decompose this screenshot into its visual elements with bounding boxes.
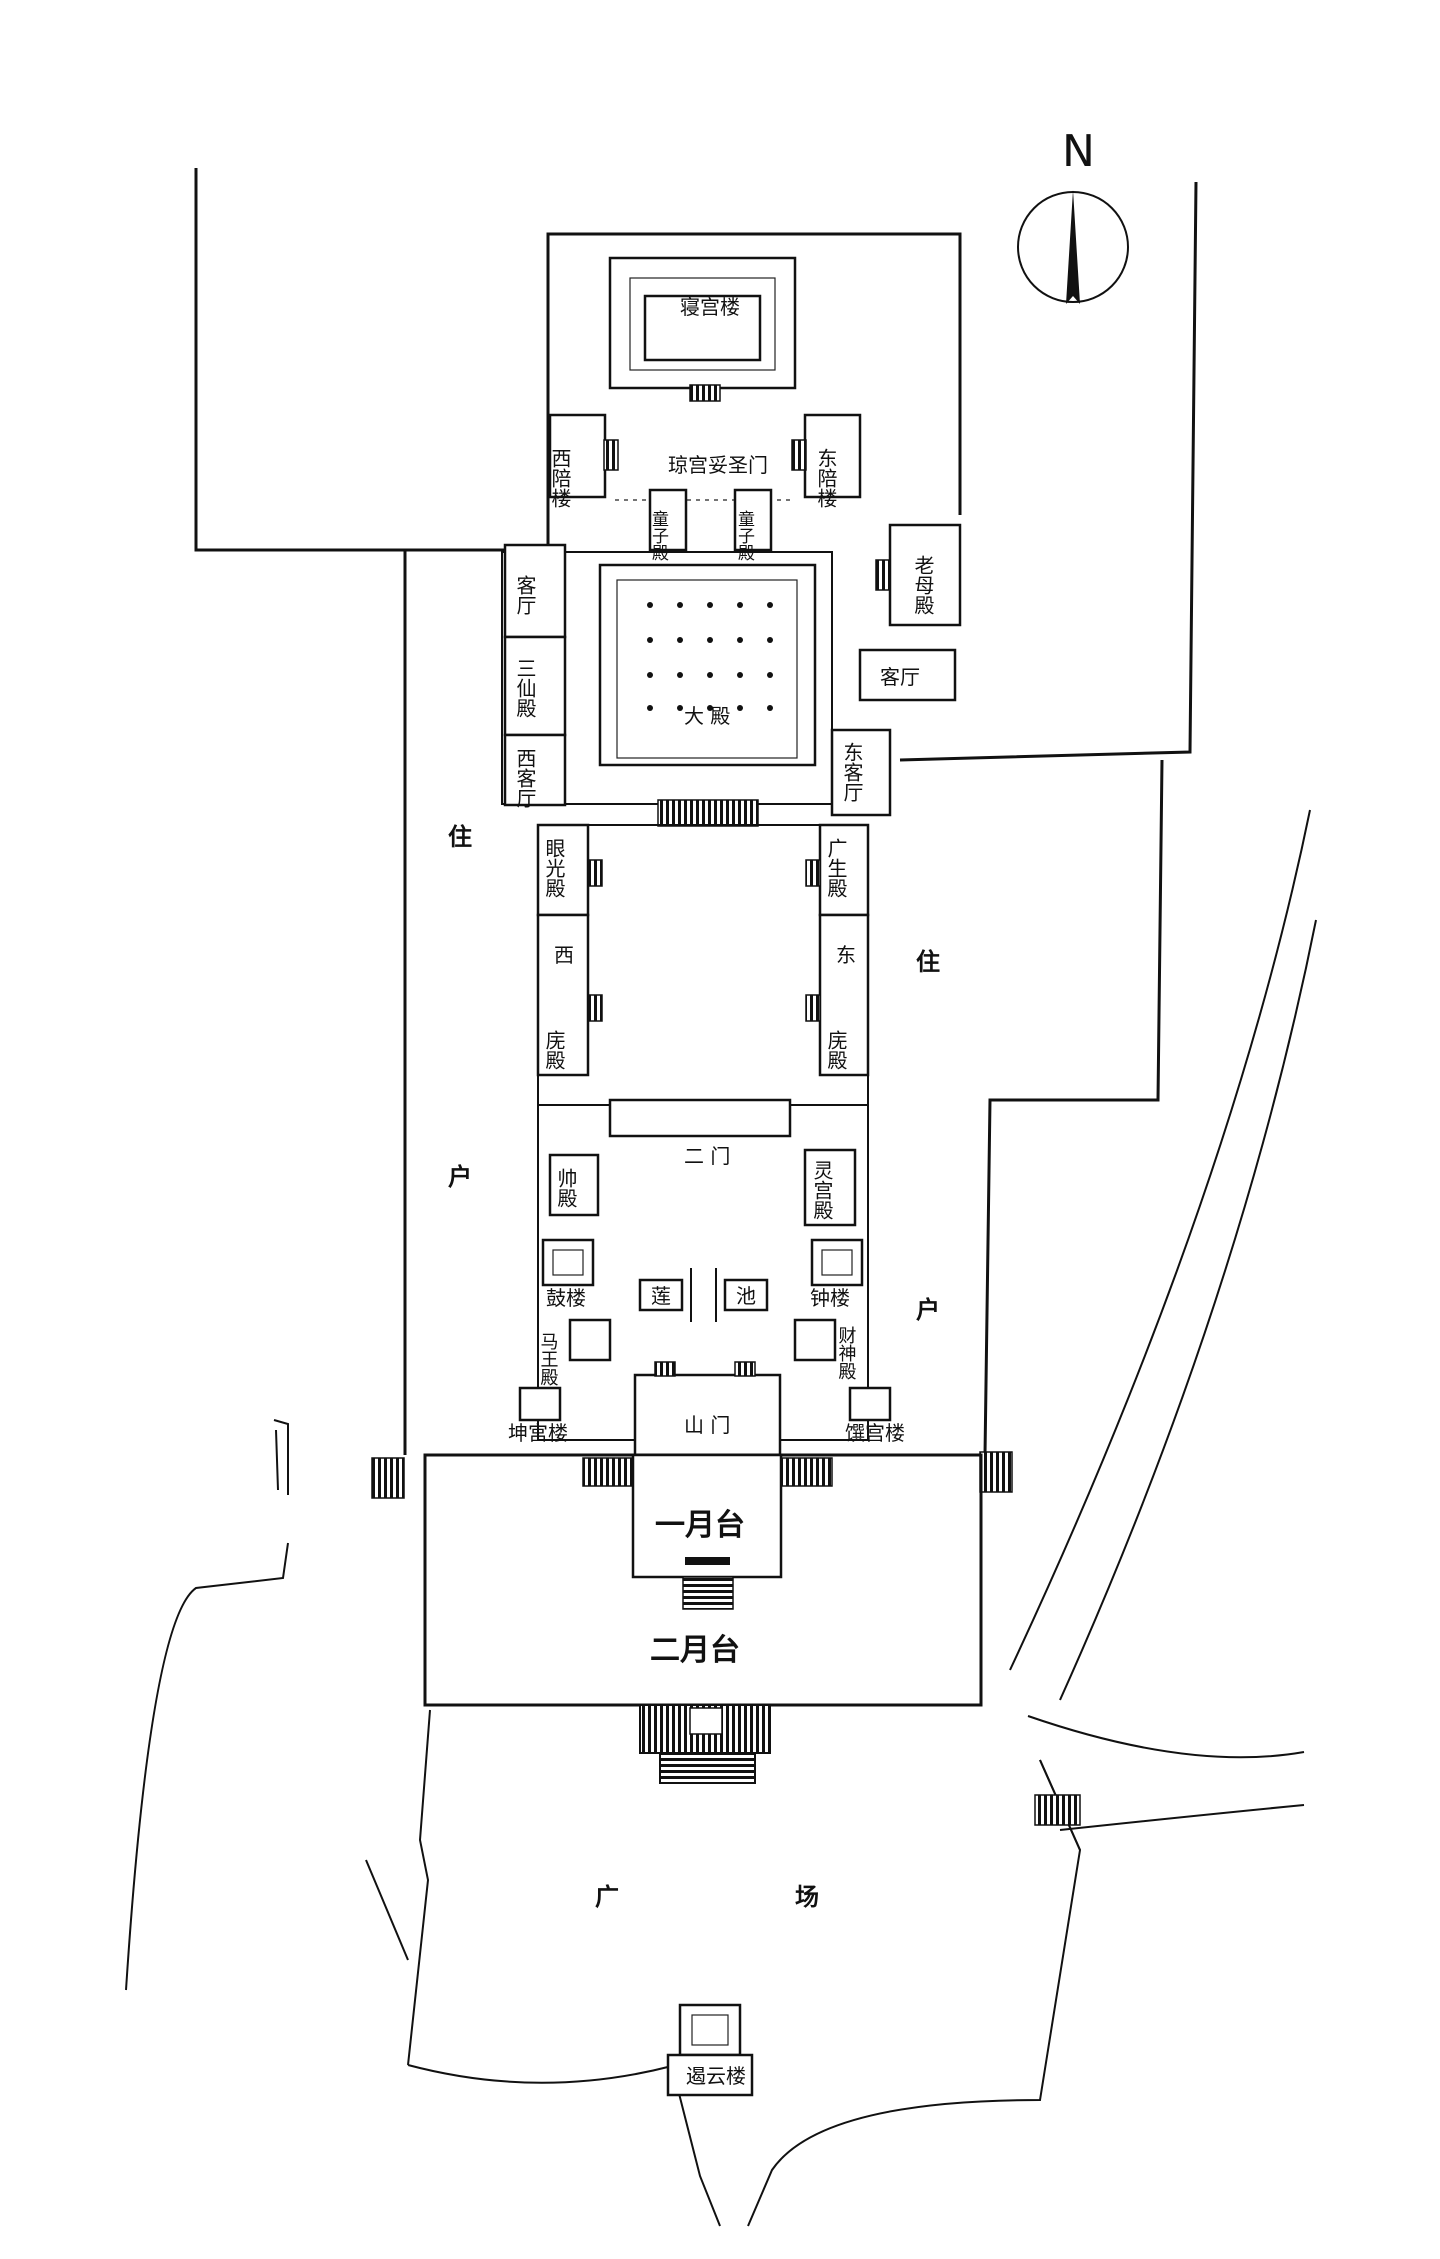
shanmen-label: 山 门 — [684, 1413, 730, 1437]
dong-wudian-building — [818, 913, 870, 1077]
dongpeilou-building — [803, 413, 862, 499]
zhu-east-label: 住 — [916, 948, 942, 976]
gulou-label: 鼓楼 — [546, 1286, 586, 1310]
caishendian-label: 财神殿 — [836, 1326, 857, 1380]
gulou-building — [541, 1238, 595, 1287]
ermen-building — [608, 1098, 792, 1138]
chang-label: 场 — [795, 1883, 821, 1911]
shuaidian-label: 帅殿 — [554, 1168, 578, 1208]
tongzidian-east-label: 童子殿 — [734, 510, 755, 561]
yanguangdian-label: 眼光殿 — [542, 838, 566, 898]
keting-east-building — [858, 648, 957, 702]
eyunlou-label: 遏云楼 — [686, 2064, 746, 2088]
shuaidian-building — [548, 1153, 600, 1217]
eyunlou-base — [666, 2053, 754, 2097]
kungonglou-label: 坤宫楼 — [508, 1421, 568, 1445]
eyunlou-building — [678, 2003, 742, 2057]
tongzidian-west — [648, 488, 688, 552]
guang-label: 广 — [595, 1883, 621, 1911]
dadian-building — [598, 563, 817, 767]
kungonglou-building — [518, 1386, 562, 1422]
compass-north-label: N — [1062, 126, 1095, 177]
dongketing-building — [830, 728, 892, 817]
guangshengdian-building — [818, 823, 870, 917]
tongzidian-west-label: 童子殿 — [648, 510, 669, 561]
hu-east-label: 户 — [916, 1296, 942, 1324]
keting-east-label: 客厅 — [880, 665, 920, 689]
qionggong-tuoshengmen-label: 琼宫妥圣门 — [668, 453, 768, 477]
lian-label: 莲 — [651, 1284, 671, 1308]
shangonglou-label: 馔宫楼 — [845, 1421, 905, 1445]
zhu-west-label: 住 — [448, 823, 474, 851]
zhonglou-label: 钟楼 — [810, 1286, 850, 1310]
tongzidian-east — [733, 488, 773, 552]
xiketing-building — [503, 733, 567, 807]
laomudian-label: 老母殿 — [911, 555, 935, 615]
mawangdian-building — [568, 1318, 612, 1362]
north-compound: 寝宫楼 西陪楼 东陪楼 琼宫妥圣门 童子殿 童子殿 老母殿 客厅 — [546, 232, 962, 702]
linggongdian-label: 灵宫殿 — [810, 1160, 834, 1220]
sanxiandian-label: 三仙殿 — [513, 658, 537, 718]
plaza: 广 场 遏云楼 — [595, 1794, 1081, 2097]
zhonglou-building — [810, 1238, 864, 1287]
keting-west-label: 客厅 — [513, 575, 537, 615]
compass-needle — [1066, 190, 1080, 304]
compass: N — [1017, 126, 1129, 304]
second-gate-court: 二 门 帅殿 灵宫殿 鼓楼 钟楼 莲 池 马王殿 财神殿 坤宫楼 馔宫楼 山 门 — [508, 1098, 905, 1470]
caishendian-building — [793, 1318, 837, 1362]
side-hall-courtyard: 眼光殿 西 庑殿 广生殿 东 庑殿 — [536, 823, 870, 1106]
xi-wudian-label: 庑殿 — [542, 1030, 566, 1070]
hu-west-label: 户 — [448, 1163, 474, 1191]
residents-labels: 住 户 住 户 — [448, 823, 942, 1324]
mawangdian-label: 马王殿 — [538, 1332, 559, 1386]
xi-wudian-building — [536, 913, 590, 1077]
linggongdian-building — [803, 1148, 857, 1227]
guangshengdian-label: 广生殿 — [824, 838, 848, 898]
dong-label: 东 — [836, 943, 856, 967]
sanxiandian-building — [503, 635, 567, 737]
shanmen-building — [633, 1373, 782, 1457]
ermen-label: 二 门 — [684, 1144, 730, 1168]
main-hall-compound: 客厅 三仙殿 西客厅 大 殿 东客厅 — [501, 543, 892, 827]
yiyuetai-terrace — [631, 1453, 783, 1579]
laomudian-building — [888, 523, 962, 627]
dongpeilou-label: 东陪楼 — [814, 448, 838, 508]
qingonglou-label: 寝宫楼 — [680, 295, 740, 319]
lotus-pond-west — [638, 1278, 684, 1312]
shangonglou-building — [848, 1386, 892, 1422]
dong-wudian-label: 庑殿 — [824, 1030, 848, 1070]
yiyuetai-label: 一月台 — [655, 1508, 745, 1543]
eryuetai-label: 二月台 — [650, 1633, 740, 1668]
dongketing-label: 东客厅 — [840, 742, 864, 802]
chi-label: 池 — [736, 1284, 756, 1308]
lotus-pond-east — [723, 1278, 769, 1312]
terraces: 二月台 一月台 — [371, 1451, 1013, 1784]
xi-label: 西 — [554, 943, 574, 967]
xiketing-label: 西客厅 — [513, 748, 537, 808]
xipeilou-label: 西陪楼 — [548, 448, 572, 508]
dadian-label: 大 殿 — [684, 704, 730, 728]
